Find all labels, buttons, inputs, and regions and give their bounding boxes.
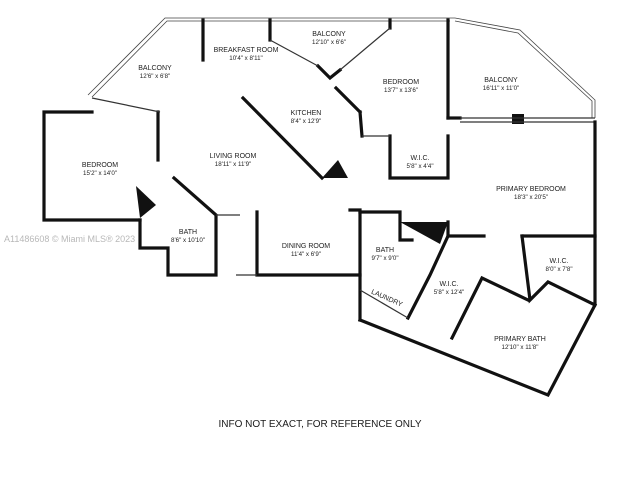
room-dims-kitchen: 8'4" x 12'9" [291, 118, 322, 125]
primary-wing-outer [357, 120, 597, 398]
room-dims-primary-bedroom: 18'3" x 20'5" [514, 194, 548, 201]
room-label-wic-east: W.I.C. [549, 258, 568, 265]
balcony-railing-east [454, 17, 596, 118]
room-dims-wic-south: 5'8" x 12'4" [434, 289, 465, 296]
room-label-primary-bedroom: PRIMARY BEDROOM [496, 186, 566, 193]
room-dims-living-room: 18'11" x 11'9" [215, 161, 251, 168]
room-dims-bedroom-north: 13'7" x 13'6" [384, 87, 418, 94]
room-label-balcony-west: BALCONY [138, 65, 172, 72]
room-label-primary-bath: PRIMARY BATH [494, 336, 546, 343]
room-dims-primary-bath: 12'10" x 11'8" [502, 344, 539, 351]
room-dims-breakfast-room: 10'4" x 8'11" [229, 55, 262, 62]
room-dims-bedroom-west: 15'2" x 14'0" [83, 170, 117, 177]
room-label-balcony-east: BALCONY [484, 77, 518, 84]
room-dims-wic-north: 5'8" x 4'4" [406, 163, 433, 170]
room-label-wic-north: W.I.C. [410, 155, 429, 162]
room-label-bath-center: BATH [376, 247, 394, 254]
mls-watermark: A11486608 © Miami MLS® 2023 [4, 234, 136, 244]
room-dims-balcony-west: 12'6" x 6'8" [140, 73, 171, 80]
room-label-bath-west: BATH [179, 229, 197, 236]
room-label-balcony-north: BALCONY [312, 31, 346, 38]
room-label-breakfast-room: BREAKFAST ROOM [214, 47, 279, 54]
room-label-wic-south: W.I.C. [439, 281, 458, 288]
room-dims-balcony-east: 16'11" x 11'0" [483, 85, 519, 92]
room-label-bedroom-north: BEDROOM [383, 79, 419, 86]
room-label-kitchen: KITCHEN [291, 110, 322, 117]
room-dims-balcony-north: 12'10" x 6'6" [312, 39, 346, 46]
balcony-railing-west [87, 17, 205, 96]
disclaimer-text: INFO NOT EXACT, FOR REFERENCE ONLY [218, 419, 422, 430]
room-labels: BALCONY 12'6" x 6'8" BREAKFAST ROOM 10'4… [82, 31, 573, 351]
room-label-living-room: LIVING ROOM [210, 153, 257, 160]
room-dims-wic-east: 8'0" x 7'8" [545, 266, 572, 273]
walls [42, 17, 598, 398]
bedroom-west-walls [42, 110, 142, 222]
room-dims-dining-room: 11'4" x 6'9" [291, 251, 321, 258]
room-dims-bath-west: 8'6" x 10'10" [171, 237, 205, 244]
room-label-bedroom-west: BEDROOM [82, 162, 118, 169]
room-label-dining-room: DINING ROOM [282, 243, 330, 250]
room-dims-bath-center: 9'7" x 9'0" [371, 255, 398, 262]
